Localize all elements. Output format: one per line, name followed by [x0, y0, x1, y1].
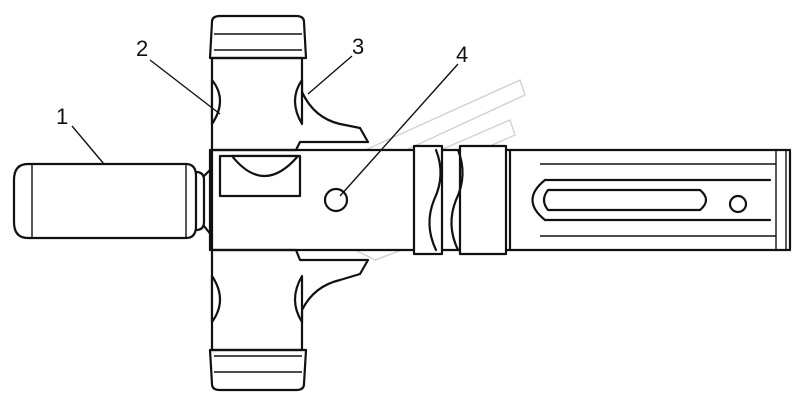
cross-pin	[323, 187, 349, 213]
leader-lines	[71, 55, 459, 197]
callout-label-1: 1	[56, 104, 68, 129]
callout-label-2: 2	[136, 36, 148, 61]
left-journal	[12, 162, 214, 240]
main-shaft	[208, 144, 792, 256]
callout-label-4: 4	[456, 42, 468, 67]
gear-section	[208, 14, 370, 392]
callout-label-3: 3	[352, 34, 364, 59]
